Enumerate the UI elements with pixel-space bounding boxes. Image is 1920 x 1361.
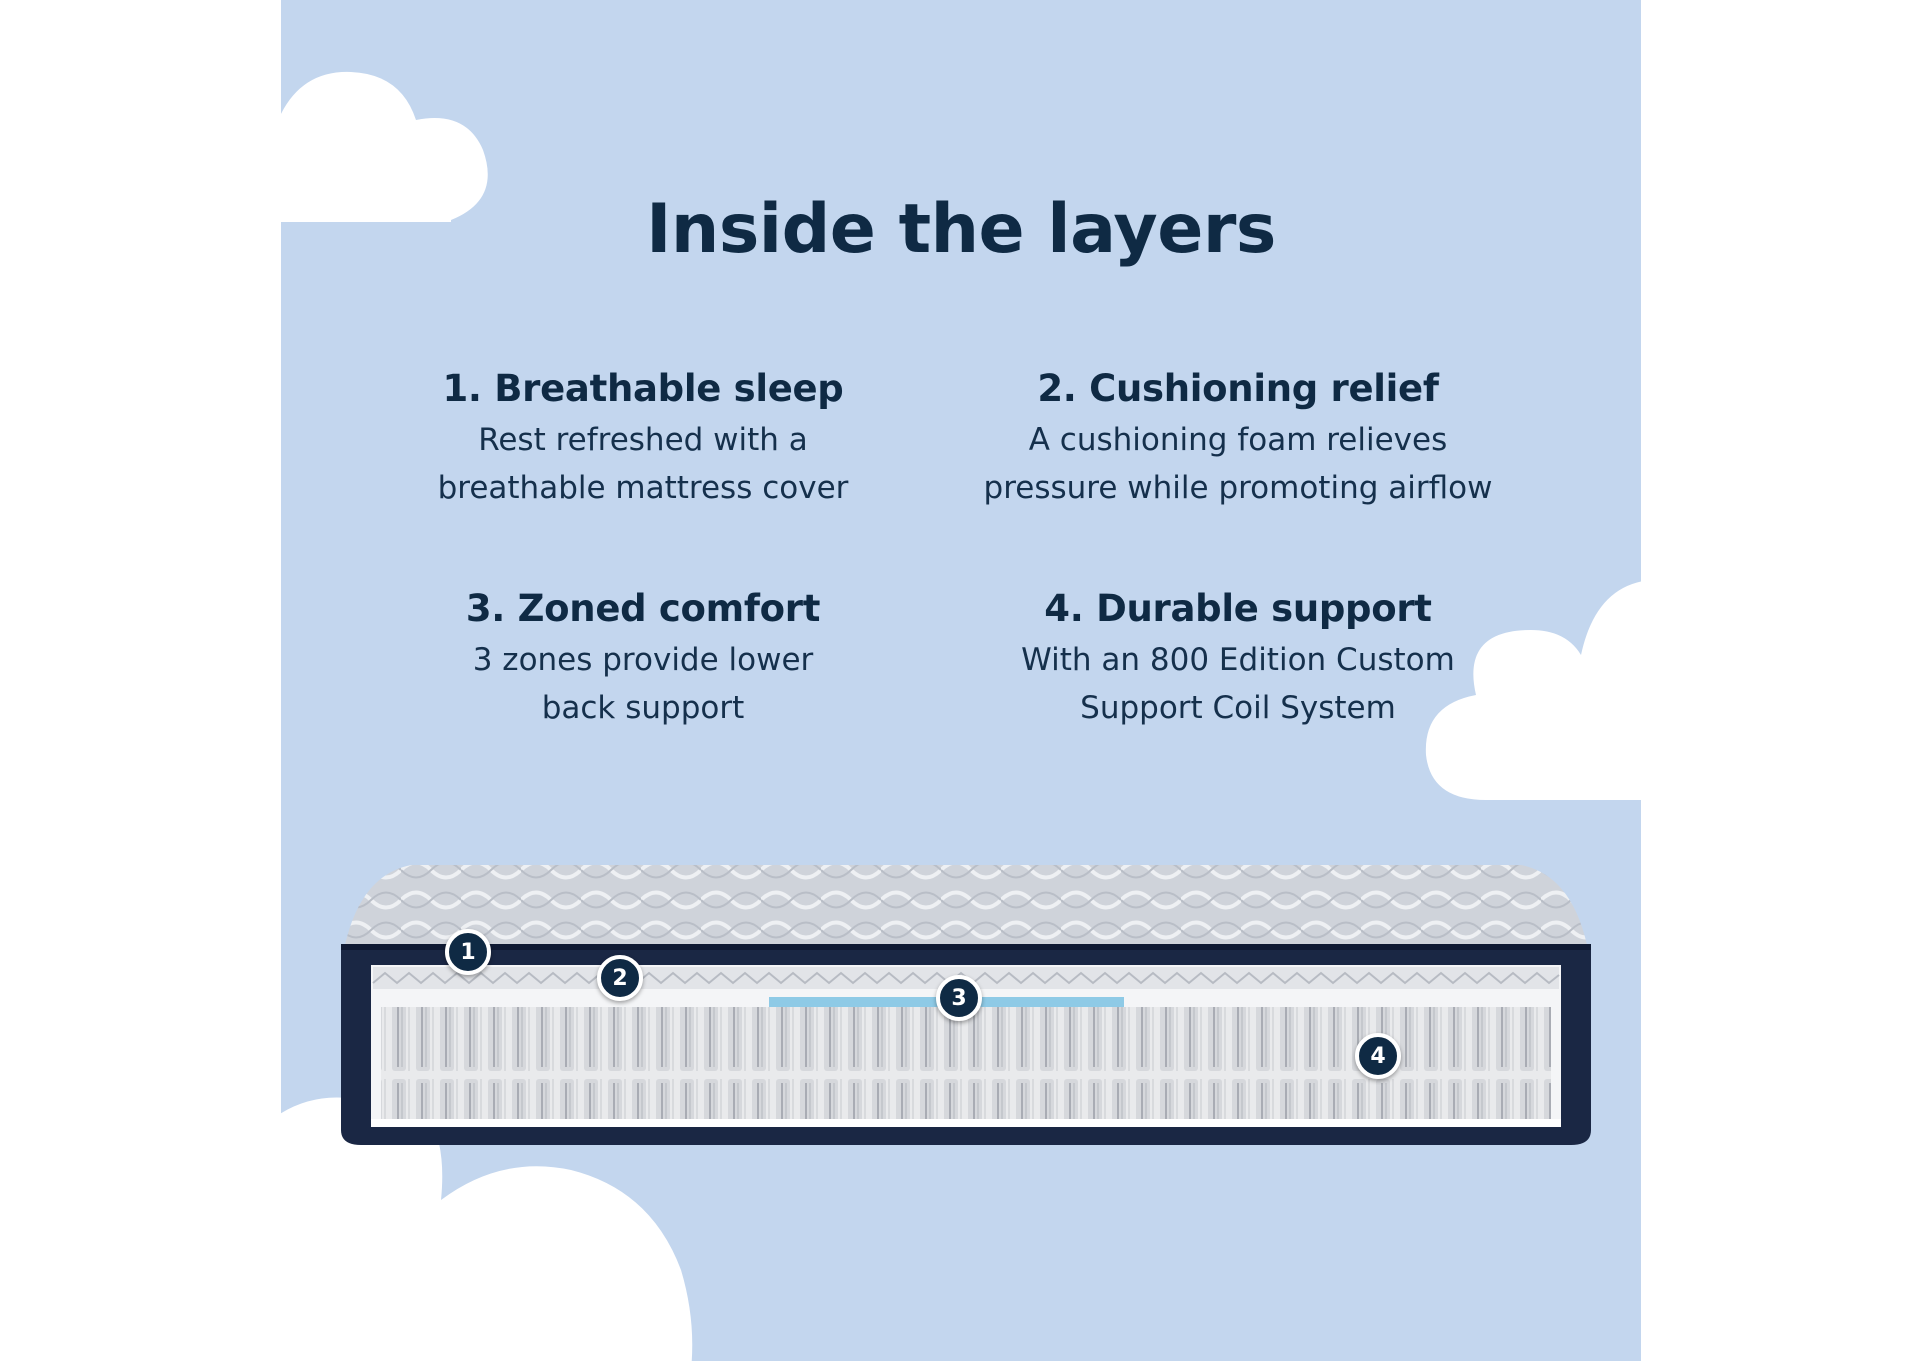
feature-description-line: 3 zones provide lower (472, 642, 814, 678)
feature-breathable-sleep: 1. Breathable sleep Rest refreshed with … (353, 362, 933, 512)
feature-description-line: back support (541, 690, 745, 726)
layer-marker-4: 4 (1355, 1033, 1401, 1079)
feature-description-line: Support Coil System (1080, 690, 1396, 726)
feature-description-line: With an 800 Edition Custom (1021, 642, 1455, 678)
feature-description-line: breathable mattress cover (437, 470, 849, 506)
feature-heading: 3. Zoned comfort (465, 587, 821, 630)
cloud-right (1425, 581, 1641, 800)
feature-heading: 1. Breathable sleep (442, 367, 844, 410)
layers-panel: Inside the layers 1. Breathable sleep Re… (281, 0, 1641, 1361)
layer-marker-2: 2 (597, 955, 643, 1001)
feature-zoned-comfort: 3. Zoned comfort 3 zones provide lower b… (353, 582, 933, 732)
layer-marker-1: 1 (445, 929, 491, 975)
layer-marker-3: 3 (936, 975, 982, 1021)
feature-heading: 2. Cushioning relief (1037, 367, 1439, 410)
cloud-bottom-left (281, 1093, 693, 1361)
mattress-cutaway-image (341, 865, 1591, 1145)
feature-heading: 4. Durable support (1044, 587, 1432, 630)
feature-description-line: pressure while promoting airflow (983, 470, 1493, 506)
cloud-top-left (281, 71, 488, 222)
mattress-illustration: 1 2 3 4 (341, 855, 1591, 1155)
feature-description-line: A cushioning foam relieves (1028, 422, 1448, 458)
feature-cushioning-relief: 2. Cushioning relief A cushioning foam r… (948, 362, 1528, 512)
feature-durable-support: 4. Durable support With an 800 Edition C… (948, 582, 1528, 732)
feature-description-line: Rest refreshed with a (478, 422, 808, 458)
page-title: Inside the layers (646, 190, 1276, 269)
